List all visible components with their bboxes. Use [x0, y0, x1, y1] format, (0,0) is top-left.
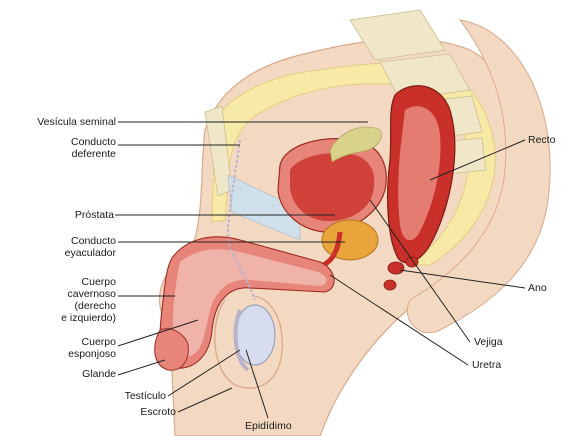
label-cuerpo-cavernoso-line1: Cuerpo: [40, 276, 116, 288]
label-conducto-eyaculador-line1: Conducto: [40, 235, 116, 247]
label-vejiga: Vejiga: [474, 336, 503, 348]
leader-esponjoso: [118, 320, 198, 346]
label-glande: Glande: [40, 368, 116, 380]
label-vesicula-seminal: Vesícula seminal: [30, 116, 116, 128]
label-cuerpo-esponjoso-line2: esponjoso: [40, 348, 116, 360]
label-cuerpo-esponjoso: Cuerpo esponjoso: [40, 336, 116, 360]
leader-ano: [400, 270, 525, 288]
label-epididimo: Epidídimo: [245, 420, 292, 432]
leader-vejiga: [370, 200, 470, 342]
leader-glande: [118, 360, 165, 375]
label-uretra: Uretra: [472, 359, 501, 371]
label-recto: Recto: [528, 134, 555, 146]
label-cuerpo-cavernoso: Cuerpo cavernoso (derecho e izquierdo): [40, 276, 116, 324]
label-escroto: Escroto: [100, 406, 176, 418]
label-cuerpo-cavernoso-line4: e izquierdo): [40, 312, 116, 324]
leader-epididimo: [246, 350, 268, 418]
label-cuerpo-cavernoso-line2: cavernoso: [40, 288, 116, 300]
label-testiculo: Testículo: [90, 390, 166, 402]
leader-escroto: [178, 388, 232, 412]
label-conducto-deferente-line1: Conducto: [40, 136, 116, 148]
label-cuerpo-cavernoso-line3: (derecho: [40, 300, 116, 312]
label-cuerpo-esponjoso-line1: Cuerpo: [40, 336, 116, 348]
label-conducto-eyaculador-line2: eyaculador: [40, 247, 116, 259]
label-conducto-deferente-line2: deferente: [40, 148, 116, 160]
leader-uretra: [330, 275, 468, 365]
leader-recto: [430, 140, 525, 180]
label-conducto-eyaculador: Conducto eyaculador: [40, 235, 116, 259]
label-prostata: Próstata: [40, 209, 114, 221]
label-conducto-deferente: Conducto deferente: [40, 136, 116, 160]
label-ano: Ano: [528, 282, 547, 294]
